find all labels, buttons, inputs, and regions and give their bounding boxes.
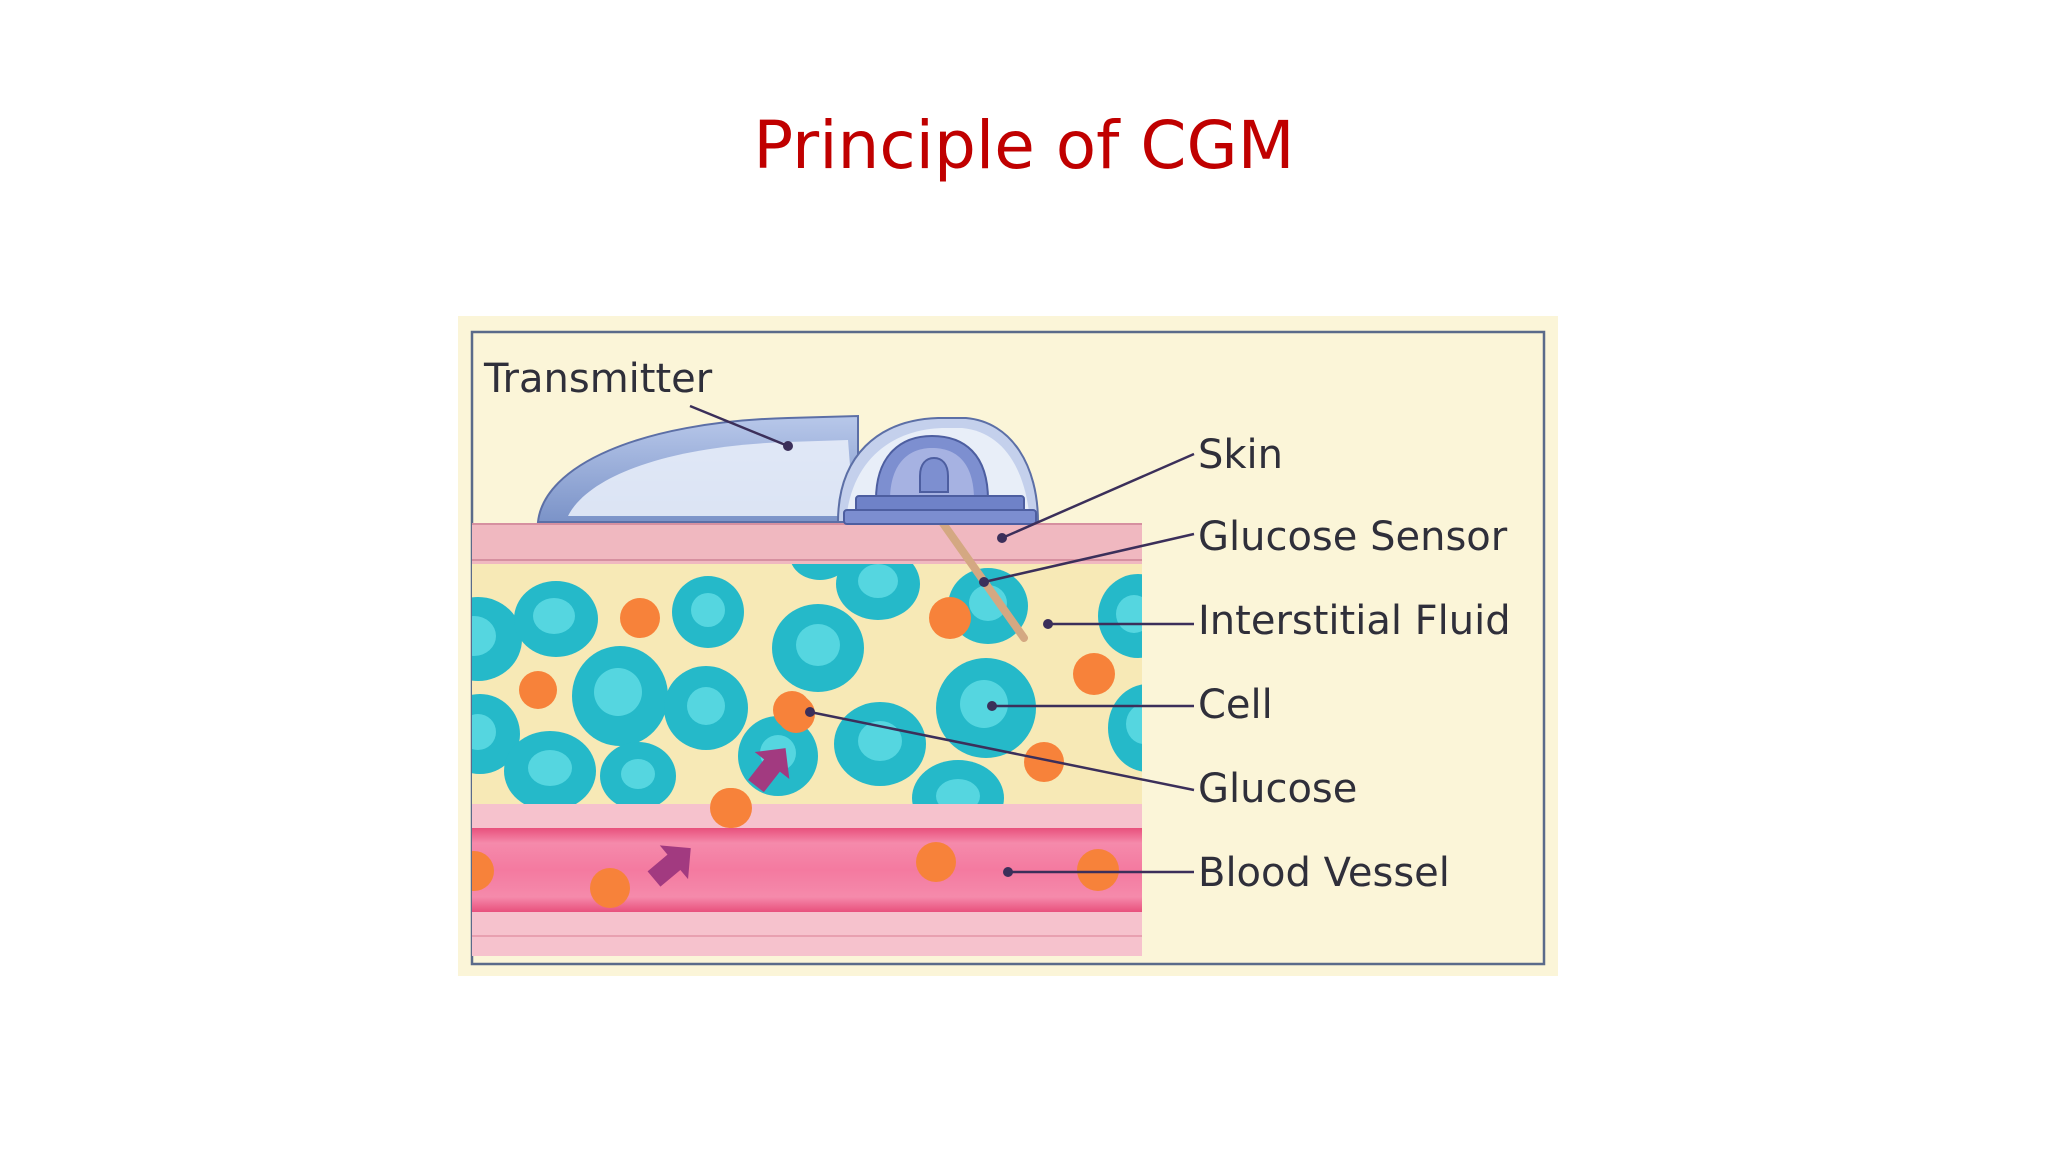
glucose-molecule xyxy=(590,868,630,908)
glucose-molecule xyxy=(1077,849,1119,891)
label-skin: Skin xyxy=(1198,432,1283,478)
arrow-icon xyxy=(647,845,691,887)
glucose-molecule xyxy=(472,851,494,891)
cell xyxy=(472,694,520,774)
label-glucose-sensor: Glucose Sensor xyxy=(1198,514,1508,560)
label-blood-vessel: Blood Vessel xyxy=(1198,850,1450,896)
vessel-wall-top xyxy=(472,804,1142,832)
cell xyxy=(772,604,864,692)
glucose-molecule xyxy=(929,597,971,639)
glucose-molecule xyxy=(620,598,660,638)
leader-dots xyxy=(783,441,1053,877)
diffusion-arrows xyxy=(647,695,815,887)
cgm-diagram: Transmitter Skin Glucose Sensor Intersti… xyxy=(458,316,1558,976)
glucose-molecule xyxy=(519,671,557,709)
cells xyxy=(472,562,1142,836)
label-interstitial-fluid: Interstitial Fluid xyxy=(1198,598,1511,644)
cell xyxy=(572,646,668,746)
cell xyxy=(836,562,920,620)
cell xyxy=(834,702,926,786)
label-transmitter: Transmitter xyxy=(483,356,713,402)
vessel-wall-bottom xyxy=(472,912,1142,956)
label-glucose: Glucose xyxy=(1198,766,1357,812)
glucose-molecule xyxy=(1073,653,1115,695)
blood-vessel xyxy=(472,828,1142,912)
page-title: Principle of CGM xyxy=(753,107,1295,184)
tissue-layers xyxy=(472,562,1142,956)
leader-lines xyxy=(689,404,1195,874)
cell xyxy=(472,597,522,681)
glucose-molecule xyxy=(777,695,815,733)
arrow-icon xyxy=(748,748,790,793)
cell xyxy=(936,658,1036,758)
cell xyxy=(664,666,748,750)
cell xyxy=(672,576,744,648)
skin-layer xyxy=(472,524,1142,564)
cell xyxy=(600,742,676,810)
label-cell: Cell xyxy=(1198,682,1273,728)
cell xyxy=(504,731,596,811)
glucose-molecule xyxy=(1024,742,1064,782)
glucose-molecule xyxy=(710,788,750,828)
cell xyxy=(790,562,850,580)
glucose-molecule xyxy=(916,842,956,882)
cell xyxy=(514,581,598,657)
